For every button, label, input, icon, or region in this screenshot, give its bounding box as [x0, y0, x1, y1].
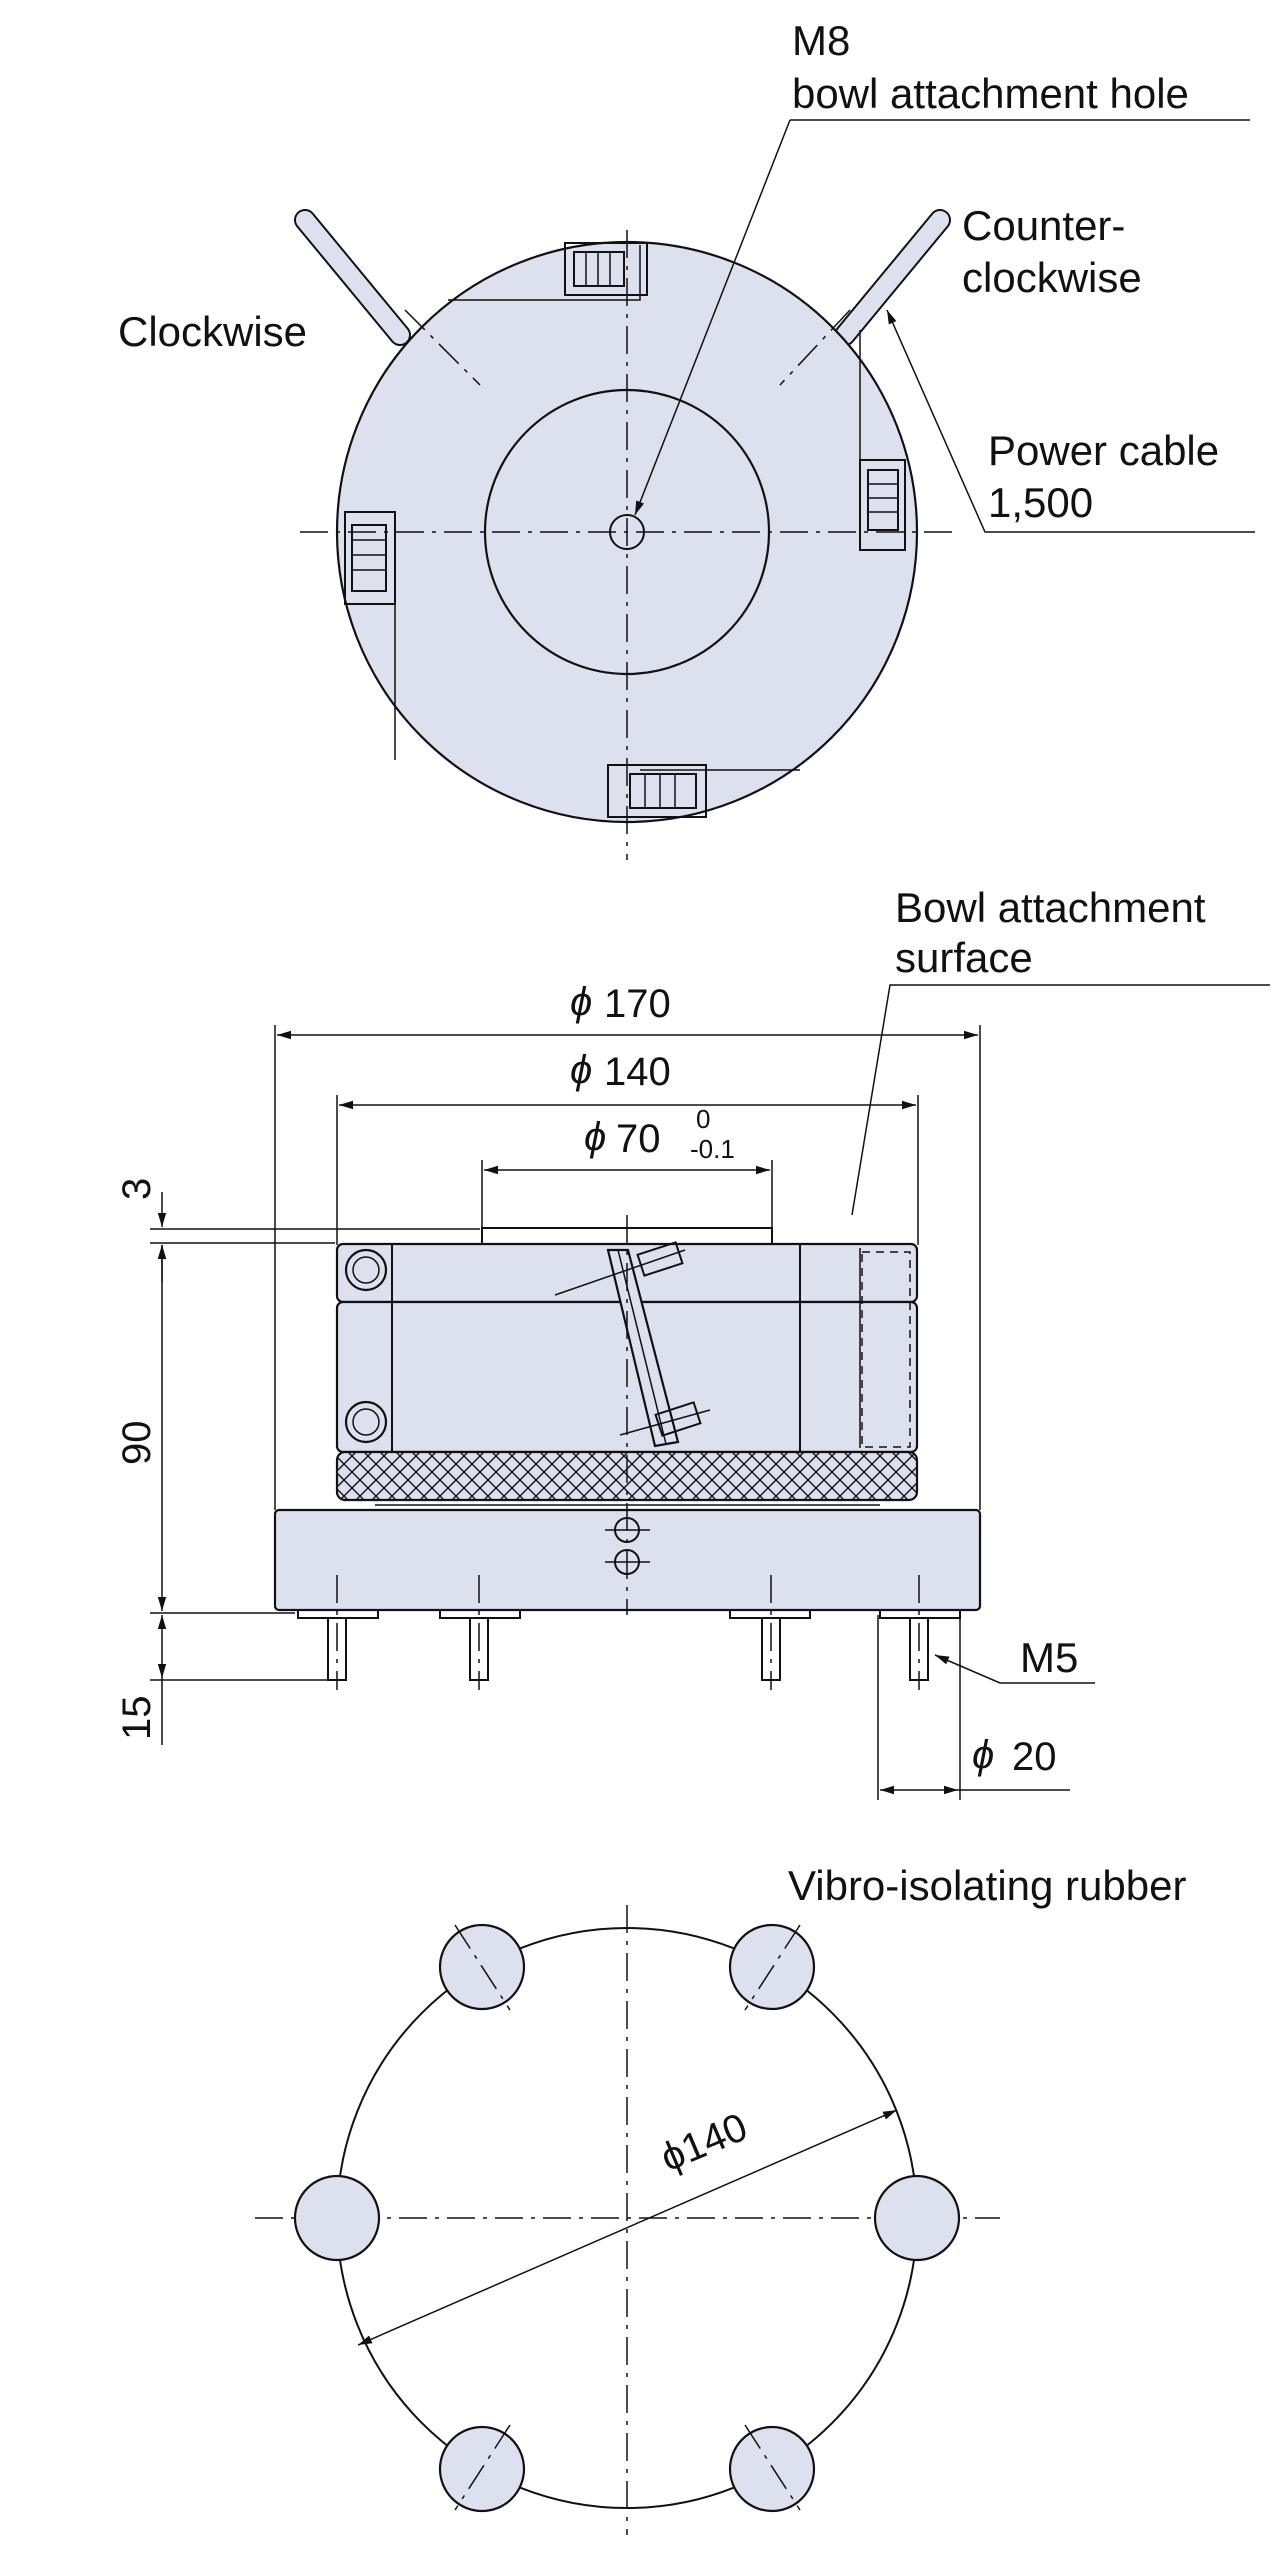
power-cable-leader: [886, 309, 1255, 533]
adjust-screw-top: [564, 242, 648, 296]
cable-length-label: 1,500: [988, 479, 1093, 526]
dim-20-symbol: ϕ: [972, 1733, 994, 1777]
clockwise-label: Clockwise: [118, 308, 307, 355]
dim-70-value: 70: [616, 1117, 661, 1161]
rubber-foot-upper-right: [728, 1923, 816, 2011]
dim-70-upper-tolerance: 0: [696, 1104, 710, 1134]
rubber-foot-lower-left: [438, 2424, 526, 2513]
power-cable-label: Power cable: [988, 427, 1219, 474]
dim-140-value: 140: [604, 1050, 671, 1094]
rubber-foot-upper-left: [438, 1923, 526, 2011]
dim-170-value: 170: [604, 982, 671, 1026]
counterclockwise-label-line2: clockwise: [962, 254, 1142, 301]
counterclockwise-label-line1: Counter-: [962, 202, 1125, 249]
side-bolt-upper: [344, 1248, 388, 1292]
m8-leader: [634, 119, 791, 516]
power-cable-clockwise: [294, 209, 411, 346]
dim-3-value: 3: [115, 1178, 159, 1200]
dim-90-value: 90: [115, 1421, 159, 1466]
m5-label: M5: [1020, 1634, 1078, 1681]
dim-15-value: 15: [115, 1696, 159, 1741]
bottom-view: ϕ140 Vibro-isolating rubber: [255, 1862, 1186, 2535]
rubber-foot-right: [873, 2174, 961, 2262]
mounting-feet: [297, 1575, 961, 1690]
front-view: ϕ 170 ϕ 140 ϕ 70 0 -0.1 3 90 15 ϕ 20 M5 …: [115, 884, 1270, 1800]
adjust-screw-left: [344, 511, 396, 605]
bowl-surface-leader: [851, 984, 1270, 1216]
rubber-foot-lower-right: [728, 2424, 816, 2513]
dim-20-value: 20: [1012, 1735, 1057, 1779]
dim-170-symbol: ϕ: [570, 980, 592, 1024]
side-bolt-lower: [344, 1400, 388, 1444]
rubber-foot-left: [293, 2174, 381, 2262]
power-cable-counterclockwise: [834, 209, 951, 346]
adjust-screw-bottom: [607, 764, 707, 818]
top-view: M8 bowl attachment hole Clockwise Counte…: [118, 17, 1255, 860]
dim-70-symbol: ϕ: [584, 1115, 606, 1159]
bowl-surface-label-line1: Bowl attachment: [895, 884, 1206, 931]
vibro-isolating-rubber-label: Vibro-isolating rubber: [788, 1862, 1186, 1909]
m5-leader: [934, 1654, 1095, 1684]
dim-140-symbol: ϕ: [570, 1048, 592, 1092]
bowl-surface-label-line2: surface: [895, 934, 1033, 981]
pcd-140-label: ϕ140: [654, 2105, 753, 2180]
m8-label: M8: [792, 17, 850, 64]
dim-70-lower-tolerance: -0.1: [690, 1134, 735, 1164]
bowl-attachment-hole-label: bowl attachment hole: [792, 70, 1189, 117]
adjust-screw-right: [859, 459, 906, 551]
pcd-140-dim-line: [357, 2109, 898, 2346]
